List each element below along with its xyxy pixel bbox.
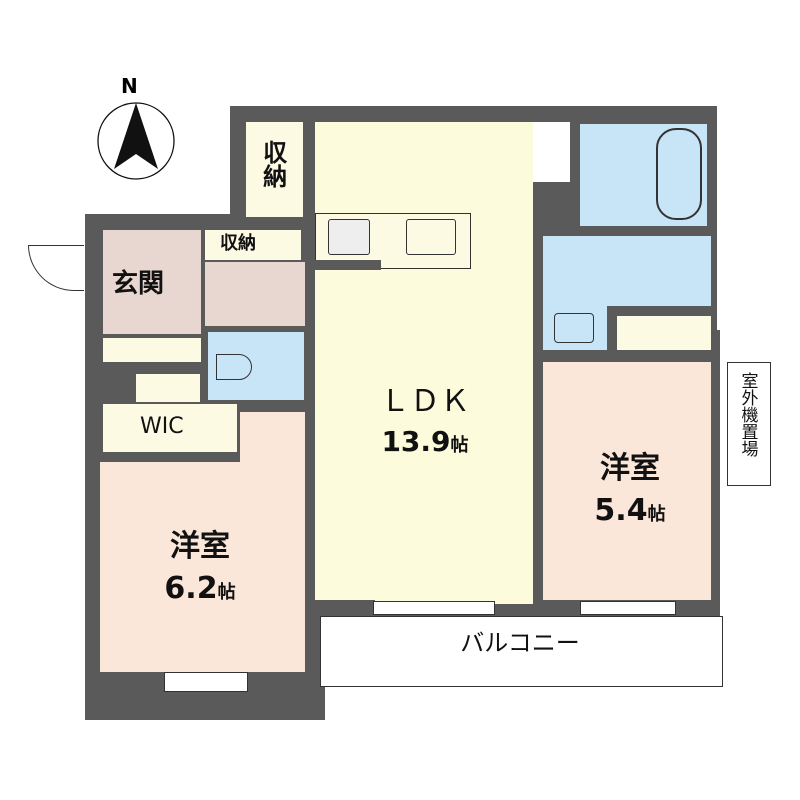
room-wic-main: [103, 404, 237, 452]
kitchen-wall: [315, 260, 381, 270]
window-ldk: [373, 601, 495, 615]
entrance-label: 玄関: [112, 269, 165, 299]
storage-top: [246, 122, 303, 217]
room-western-1: [100, 462, 305, 672]
room-western-1-top: [240, 412, 305, 464]
room-entrance: [103, 230, 201, 334]
western-2-name: 洋室: [600, 451, 660, 486]
wic-label: WIC: [140, 414, 184, 439]
western-1-size: 6.2帖: [130, 571, 270, 607]
room-wic: [136, 374, 200, 402]
room-washroom: [543, 236, 711, 306]
north-label: N: [121, 74, 138, 98]
western-2-size-unit: 帖: [647, 504, 666, 525]
balcony-label: バルコニー: [460, 629, 580, 657]
western-2-size-value: 5.4: [594, 493, 648, 528]
ldk-bottom-ext: [375, 590, 533, 604]
washbasin-icon: [554, 313, 594, 343]
toilet-icon: [216, 354, 252, 380]
window-room2: [580, 601, 676, 615]
storage-entry-label: 収納: [220, 233, 256, 254]
closet-right-top: [533, 122, 570, 182]
storage-top-label: 収納: [258, 140, 287, 188]
ldk-size: 13.9帖: [360, 425, 490, 458]
western-1-size-unit: 帖: [217, 582, 236, 603]
western-2-size: 5.4帖: [560, 493, 700, 529]
ac-unit-space: [727, 362, 771, 486]
western-1-name: 洋室: [170, 529, 230, 564]
closet-room2: [617, 316, 711, 350]
sink-icon: [406, 219, 456, 255]
room-ldk: [315, 122, 533, 600]
front-door[interactable]: [28, 245, 84, 291]
room-western-2: [543, 362, 711, 600]
western-1-size-value: 6.2: [164, 571, 218, 606]
ac-unit-label: 室外機置場: [737, 372, 758, 457]
hallway: [205, 262, 305, 326]
stove-icon: [328, 219, 370, 255]
storage-entry: [205, 230, 301, 260]
ldk-name: ＬＤＫ: [380, 384, 470, 419]
ldk-size-unit: 帖: [450, 435, 469, 456]
balcony: [320, 616, 723, 687]
compass-icon: [97, 102, 175, 180]
shoe-cabinet: [103, 338, 201, 362]
ldk-size-value: 13.9: [381, 425, 451, 458]
window-room1: [164, 672, 248, 692]
bathtub-icon: [656, 128, 702, 220]
